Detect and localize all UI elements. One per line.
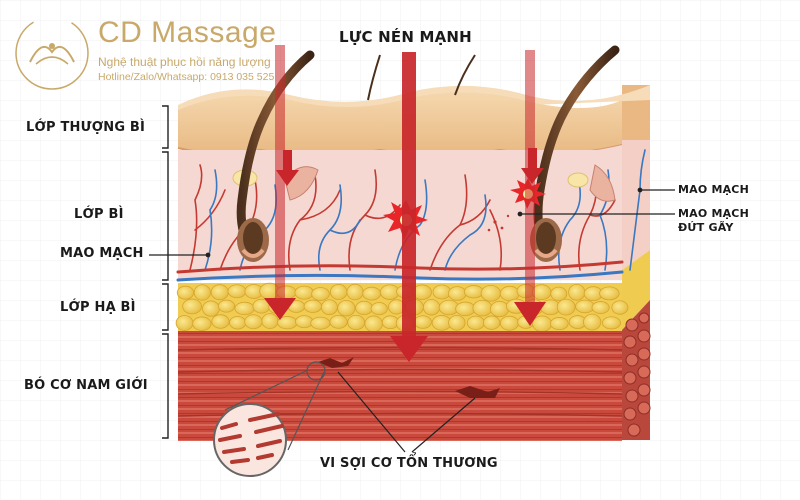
fat-cell	[202, 300, 220, 317]
fat-cell	[500, 315, 519, 331]
fat-cell	[591, 301, 610, 315]
fat-cell	[448, 314, 466, 331]
label-dermis: LỚP BÌ	[74, 207, 124, 222]
label-broken-capillary-line2: ĐỨT GÃY	[678, 221, 734, 234]
block-side-face	[622, 85, 651, 440]
fat-cell	[217, 299, 236, 313]
layer-brackets	[162, 105, 169, 439]
fat-cell	[295, 315, 314, 329]
fat-cell	[550, 317, 569, 331]
label-male-muscle: BÓ CƠ NAM GIỚI	[24, 378, 148, 393]
brand-name: CD Massage	[98, 16, 277, 49]
label-capillary-left: MAO MẠCH	[60, 246, 144, 261]
fat-cell	[175, 315, 194, 331]
fat-cell	[455, 301, 476, 317]
fat-cell	[599, 286, 620, 301]
brand-tagline: Nghệ thuật phục hồi năng lượng	[98, 55, 271, 69]
fat-cell	[422, 299, 441, 316]
fat-cell	[261, 313, 279, 329]
fat-cell	[337, 299, 356, 317]
leader-lines	[149, 187, 675, 258]
fat-cell	[531, 284, 552, 301]
fat-cell	[483, 315, 501, 330]
fat-cell	[193, 284, 211, 301]
fat-cell	[472, 299, 493, 317]
brand-logo-icon	[15, 16, 89, 90]
contact-label: Hotline/Zalo/Whatsapp:	[98, 71, 208, 83]
fat-cell	[234, 301, 255, 316]
fat-cell	[499, 285, 520, 302]
fat-cell	[463, 285, 484, 299]
fat-cell	[347, 314, 366, 331]
contact-phone: 0913 035 525	[210, 71, 275, 83]
fat-cell	[229, 315, 247, 330]
label-capillary-right: MAO MẠCH	[678, 183, 749, 196]
fat-cell	[192, 316, 212, 331]
fat-cell	[311, 287, 330, 301]
fat-cell	[303, 299, 323, 313]
fat-cell	[568, 283, 586, 301]
short-hairs	[367, 54, 476, 101]
label-compression-force: LỰC NÉN MẠNH	[339, 28, 472, 46]
fat-cell	[329, 284, 348, 300]
fiber-tears	[318, 357, 500, 398]
fat-cell	[611, 300, 629, 315]
fat-cell	[329, 314, 348, 329]
fat-cell	[575, 299, 595, 314]
fat-cell	[364, 315, 383, 333]
label-broken-capillary-line1: MAO MẠCH	[678, 207, 749, 220]
capillary-network	[176, 149, 646, 282]
fat-cell	[448, 286, 467, 301]
fat-cell	[346, 283, 364, 301]
label-damaged-fibers: VI SỢI CƠ TỔN THƯƠNG	[320, 456, 498, 471]
fat-cell	[556, 298, 576, 316]
fat-cell	[244, 314, 263, 330]
fat-cell	[176, 285, 195, 300]
fat-cell	[489, 300, 510, 318]
brand-contact: Hotline/Zalo/Whatsapp: 0913 035 525	[98, 71, 274, 83]
fat-cell	[182, 298, 202, 315]
compression-force-arrows	[264, 45, 546, 362]
fat-cell	[294, 285, 315, 300]
fat-cell	[211, 314, 230, 329]
label-hypodermis: LỚP HẠ BÌ	[60, 300, 136, 315]
label-epidermis: LỚP THƯỢNG BÌ	[26, 120, 146, 135]
fat-cell	[466, 315, 485, 330]
damaged-fiber-pointers	[337, 371, 476, 453]
fat-cell	[355, 300, 374, 316]
fat-cell	[413, 315, 432, 329]
hair-follicle-right	[530, 45, 620, 262]
fat-cell	[362, 286, 382, 301]
fat-cell	[480, 284, 501, 302]
epidermis-layer	[178, 92, 622, 155]
fat-cell	[601, 316, 621, 330]
fat-cell	[432, 284, 452, 300]
fat-cell	[550, 286, 568, 301]
fat-cell	[321, 299, 338, 316]
fat-cell	[532, 315, 553, 333]
fat-cell	[370, 302, 388, 316]
damaged-fiber-magnifier	[213, 361, 326, 477]
fat-cell	[583, 313, 602, 331]
fat-cell	[227, 284, 247, 299]
fat-cell	[210, 284, 229, 301]
fat-cell	[310, 316, 331, 330]
